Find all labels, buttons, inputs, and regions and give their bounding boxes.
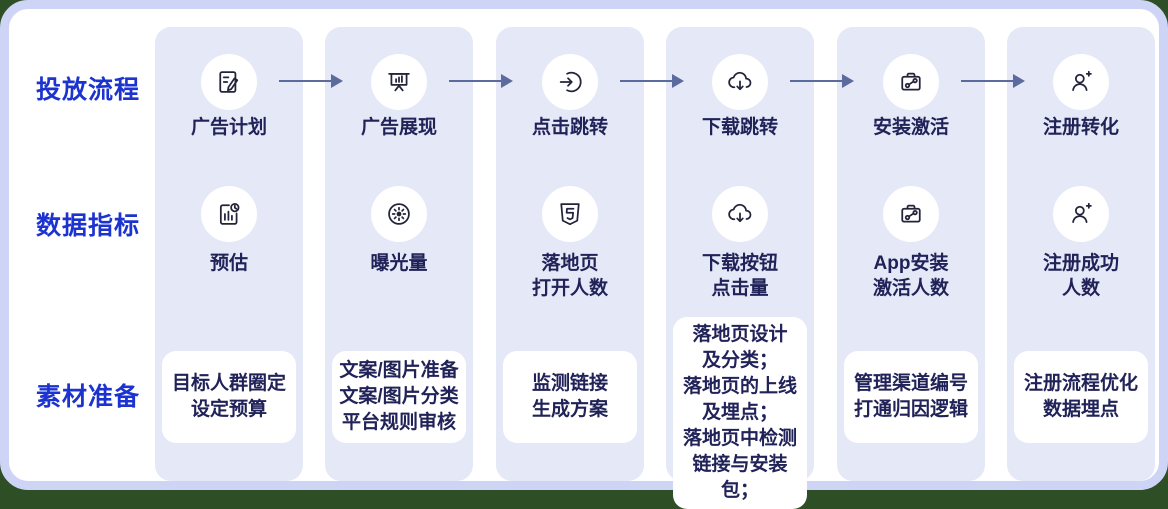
stage-icon-circle <box>371 54 427 110</box>
stage-icon-circle <box>712 54 768 110</box>
metric-icon-circle <box>542 186 598 242</box>
stage-icon-circle <box>1053 54 1109 110</box>
material-box: 落地页设计 及分类； 落地页的上线 及埋点； 落地页中检测 链接与安装包； <box>673 317 807 509</box>
material-box: 管理渠道编号 打通归因逻辑 <box>844 351 978 443</box>
row-label-materials: 素材准备 <box>35 383 140 411</box>
toolbox-wrench-icon <box>901 204 921 223</box>
stage-icon-circle <box>883 54 939 110</box>
chart-clock-icon <box>219 202 240 225</box>
stage-label: 注册转化 <box>1042 117 1119 138</box>
flow-arrow-icon <box>279 74 343 88</box>
stage-icon-circle <box>201 54 257 110</box>
metric-icon-circle <box>1053 186 1109 242</box>
edit-note-icon <box>219 71 239 93</box>
metric-icon-circle <box>712 186 768 242</box>
user-plus-icon <box>1072 70 1092 92</box>
html5-shield-icon <box>560 203 580 226</box>
flow-arrow-icon <box>961 74 1025 88</box>
metric-icon-circle <box>371 186 427 242</box>
stage-icon-circle <box>542 54 598 110</box>
cloud-download-icon <box>728 71 752 91</box>
ad-funnel-diagram: 投放流程 数据指标 素材准备 广告计划 预估 目标人群圈定 设定预算 <box>9 9 1159 509</box>
metric-label: 注册成功 人数 <box>1042 253 1119 299</box>
row-label-metrics: 数据指标 <box>35 212 140 240</box>
flow-arrow-icon <box>620 74 684 88</box>
stage-label: 安装激活 <box>872 117 949 138</box>
stage-label: 点击跳转 <box>531 117 608 138</box>
stage-column-register-convert: 注册转化 注册成功 人数 注册流程优化 数据埋点 <box>1007 27 1155 481</box>
metric-label: 预估 <box>209 253 248 274</box>
stage-column-install-activate: 安装激活 App安装 激活人数 管理渠道编号 打通归因逻辑 <box>837 27 985 481</box>
enter-arrow-icon <box>559 71 582 93</box>
row-label-process: 投放流程 <box>35 76 140 104</box>
material-box: 注册流程优化 数据埋点 <box>1014 351 1148 443</box>
material-box: 监测链接 生成方案 <box>503 351 637 443</box>
flow-arrow-icon <box>449 74 513 88</box>
stage-label: 广告计划 <box>190 117 267 138</box>
cloud-download-icon <box>728 203 752 223</box>
stage-label: 广告展现 <box>360 117 437 138</box>
metric-label: 下载按钮 点击量 <box>701 253 778 299</box>
stage-column-download-redirect: 下载跳转 下载按钮 点击量 落地页设计 及分类； 落地页的上线 及埋点； 落地页… <box>666 27 814 509</box>
stage-column-click-redirect: 点击跳转 落地页 打开人数 监测链接 生成方案 <box>496 27 644 481</box>
stage-column-ad-plan: 广告计划 预估 目标人群圈定 设定预算 <box>155 27 303 481</box>
material-box: 目标人群圈定 设定预算 <box>162 351 296 443</box>
metric-label: App安装 激活人数 <box>872 253 949 299</box>
presentation-board-icon <box>388 72 410 92</box>
metric-label: 落地页 打开人数 <box>531 253 608 299</box>
material-box: 文案/图片准备 文案/图片分类 平台规则审核 <box>332 351 466 443</box>
flow-arrow-icon <box>790 74 854 88</box>
toolbox-wrench-icon <box>901 72 921 91</box>
stage-column-ad-display: 广告展现 曝光量 文案/图片准备 文案/图片分类 平台规则审核 <box>325 27 473 481</box>
metric-icon-circle <box>883 186 939 242</box>
stage-label: 下载跳转 <box>701 117 778 138</box>
user-plus-icon <box>1072 202 1092 224</box>
brightness-icon <box>388 203 410 225</box>
metric-icon-circle <box>201 186 257 242</box>
metric-label: 曝光量 <box>370 253 428 274</box>
